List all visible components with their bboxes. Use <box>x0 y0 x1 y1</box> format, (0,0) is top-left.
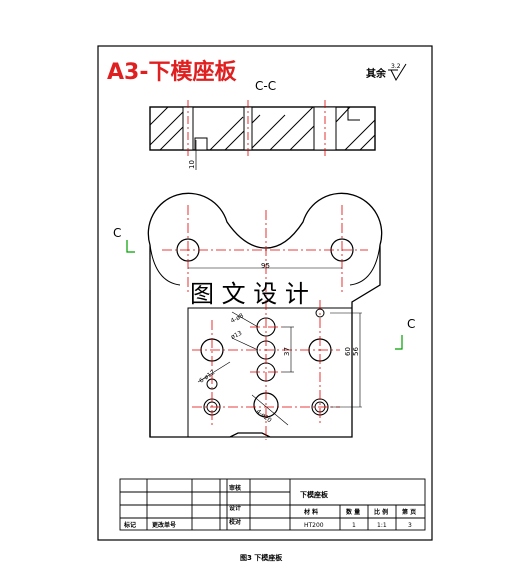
plan-view: 95 37 60 56 4-ø8 ø13 6-ø12 4-ø20 <box>147 192 383 440</box>
figure-caption: 图3 下模座板 <box>240 553 283 562</box>
dim-height-a: 60 <box>344 347 352 356</box>
dim-hole-small: ø13 <box>230 330 243 341</box>
drawing-title: A3-下模座板 <box>107 59 237 85</box>
roughness-value: 3.2 <box>391 63 401 70</box>
tb-label-mark: 标记 <box>123 521 136 529</box>
dim-center-dist: 37 <box>283 347 291 356</box>
surface-note: 其余 <box>366 67 387 80</box>
section-marker-right: C <box>395 317 415 350</box>
roughness-symbol: 3.2 <box>388 63 407 82</box>
tb-header-scale: 比 例 <box>374 508 388 516</box>
section-view: 10 <box>149 100 376 170</box>
watermark: 图 文 设 计 <box>190 280 309 308</box>
title-block-text: 审核 设计 校对 标记 更改单号 下模座板 材 料 数 量 比 例 第 页 HT… <box>123 484 416 529</box>
tb-part-name: 下模座板 <box>300 490 329 499</box>
section-label: C-C <box>255 79 276 93</box>
section-marker-left: C <box>113 226 135 253</box>
tb-label-change: 更改单号 <box>152 521 176 529</box>
svg-text:C: C <box>407 317 415 331</box>
tb-scale: 1:1 <box>377 522 387 529</box>
tb-material: HT200 <box>304 522 324 529</box>
title-block <box>119 478 426 531</box>
dim-step-depth: 10 <box>188 160 196 169</box>
tb-label-check: 校对 <box>229 518 241 526</box>
sheet-border <box>97 45 433 541</box>
tb-header-sheet: 第 页 <box>401 508 416 516</box>
dim-corner: 4-ø8 <box>230 312 245 325</box>
dim-height-b: 56 <box>352 347 360 356</box>
tb-label-design: 设计 <box>229 504 241 512</box>
tb-qty: 1 <box>352 522 356 529</box>
tb-label-review: 审核 <box>229 484 241 492</box>
tb-header-material: 材 料 <box>303 508 318 516</box>
tb-header-qty: 数 量 <box>346 508 360 516</box>
dim-width: 95 <box>261 262 270 270</box>
svg-text:C: C <box>113 226 121 240</box>
tb-sheet: 3 <box>408 522 412 529</box>
